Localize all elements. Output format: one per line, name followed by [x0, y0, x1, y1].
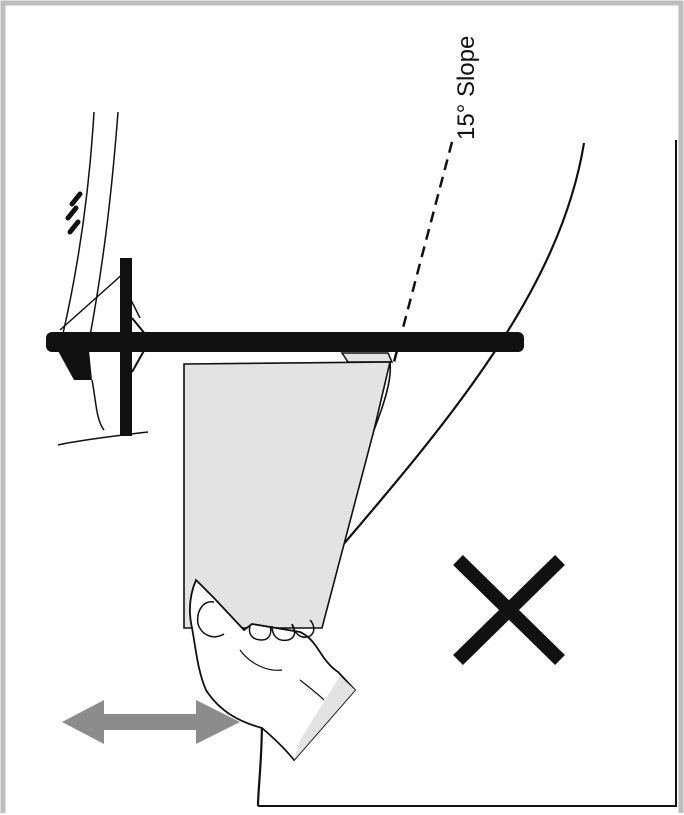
paper-fold-edge — [373, 361, 392, 431]
tiller-cable-2 — [89, 111, 119, 337]
incorrect-x-icon — [453, 555, 565, 665]
paper-tab — [340, 352, 394, 363]
hand-creases — [239, 649, 325, 701]
horizontal-bar — [46, 332, 524, 352]
outboard-motor — [52, 111, 152, 446]
hand — [189, 578, 357, 762]
slope-label: 15° Slope — [453, 36, 480, 140]
panel-outline — [258, 140, 677, 807]
wrist-shade — [294, 676, 355, 760]
lever-marks — [65, 191, 83, 235]
base-curve — [57, 379, 149, 446]
double-headed-arrow-icon — [62, 700, 240, 744]
slope-guide-line — [392, 141, 454, 363]
hand-fingers — [196, 601, 315, 642]
paper-template — [183, 361, 392, 629]
tiller-cable-1 — [61, 111, 95, 339]
